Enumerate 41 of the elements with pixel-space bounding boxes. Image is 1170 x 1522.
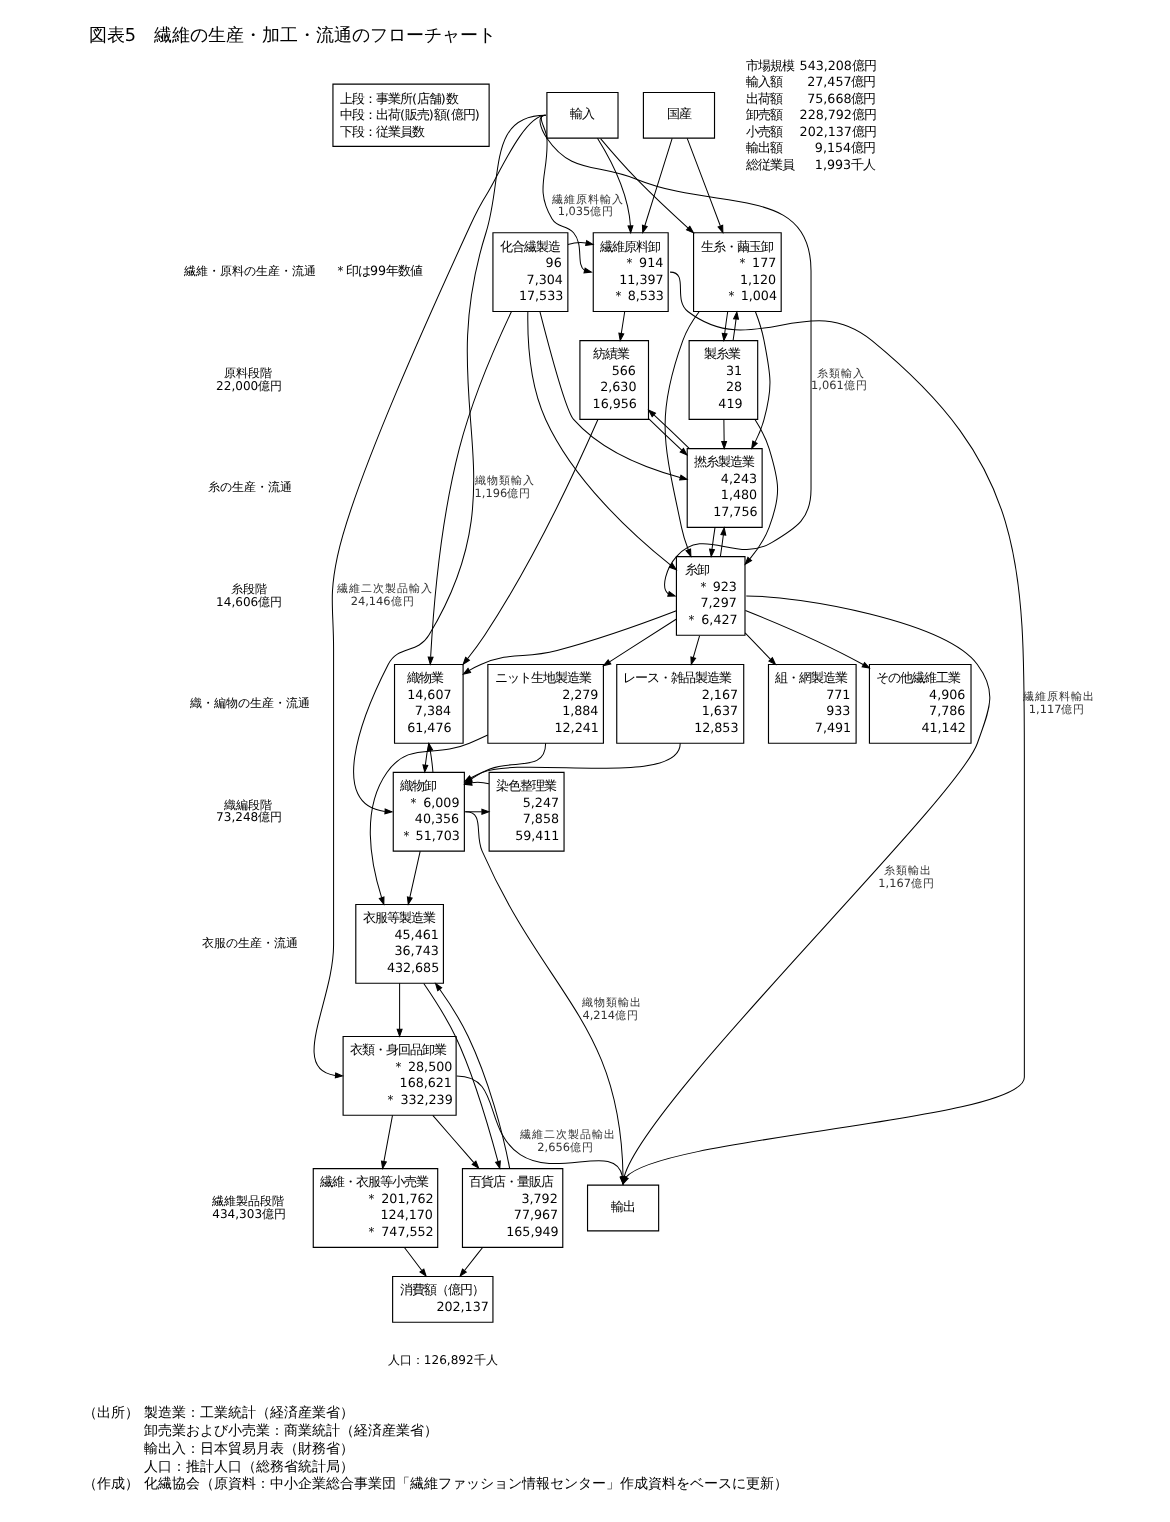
arrow	[540, 114, 593, 274]
arrow	[313, 114, 547, 1079]
arrow	[527, 311, 678, 571]
arrow	[690, 635, 701, 666]
arrow	[719, 526, 727, 557]
arrow	[744, 419, 779, 566]
arrow	[380, 1114, 393, 1170]
arrow	[459, 1246, 484, 1278]
arrow	[600, 138, 695, 234]
arrow	[648, 418, 689, 457]
arrow	[434, 982, 511, 1169]
arrow	[750, 311, 771, 450]
arrow	[720, 419, 728, 450]
arrow	[396, 982, 403, 1038]
arrow	[423, 983, 501, 1170]
arrow	[602, 618, 677, 667]
diagram-title: 図表5 繊維の生産・加工・流通のフローチャート	[88, 27, 496, 48]
arrow	[422, 742, 430, 774]
arrow	[369, 734, 489, 906]
arrow	[539, 114, 812, 597]
arrow	[427, 742, 434, 773]
arrow	[462, 419, 599, 666]
arrow	[406, 850, 421, 906]
arrow	[539, 311, 689, 481]
arrow	[432, 1114, 480, 1170]
arrow	[664, 311, 700, 558]
arrow	[732, 310, 740, 341]
arrow	[744, 610, 871, 669]
arrow	[708, 527, 716, 558]
arrow	[427, 311, 512, 666]
arrow	[463, 779, 490, 786]
arrow	[403, 1246, 428, 1278]
arrow	[647, 409, 690, 449]
arrow	[462, 610, 677, 675]
arrow	[686, 137, 724, 234]
arrow	[596, 137, 634, 235]
arrow	[744, 632, 777, 666]
arrow	[618, 311, 626, 343]
arrow	[567, 239, 595, 246]
arrow	[641, 137, 673, 234]
arrow	[721, 311, 729, 343]
